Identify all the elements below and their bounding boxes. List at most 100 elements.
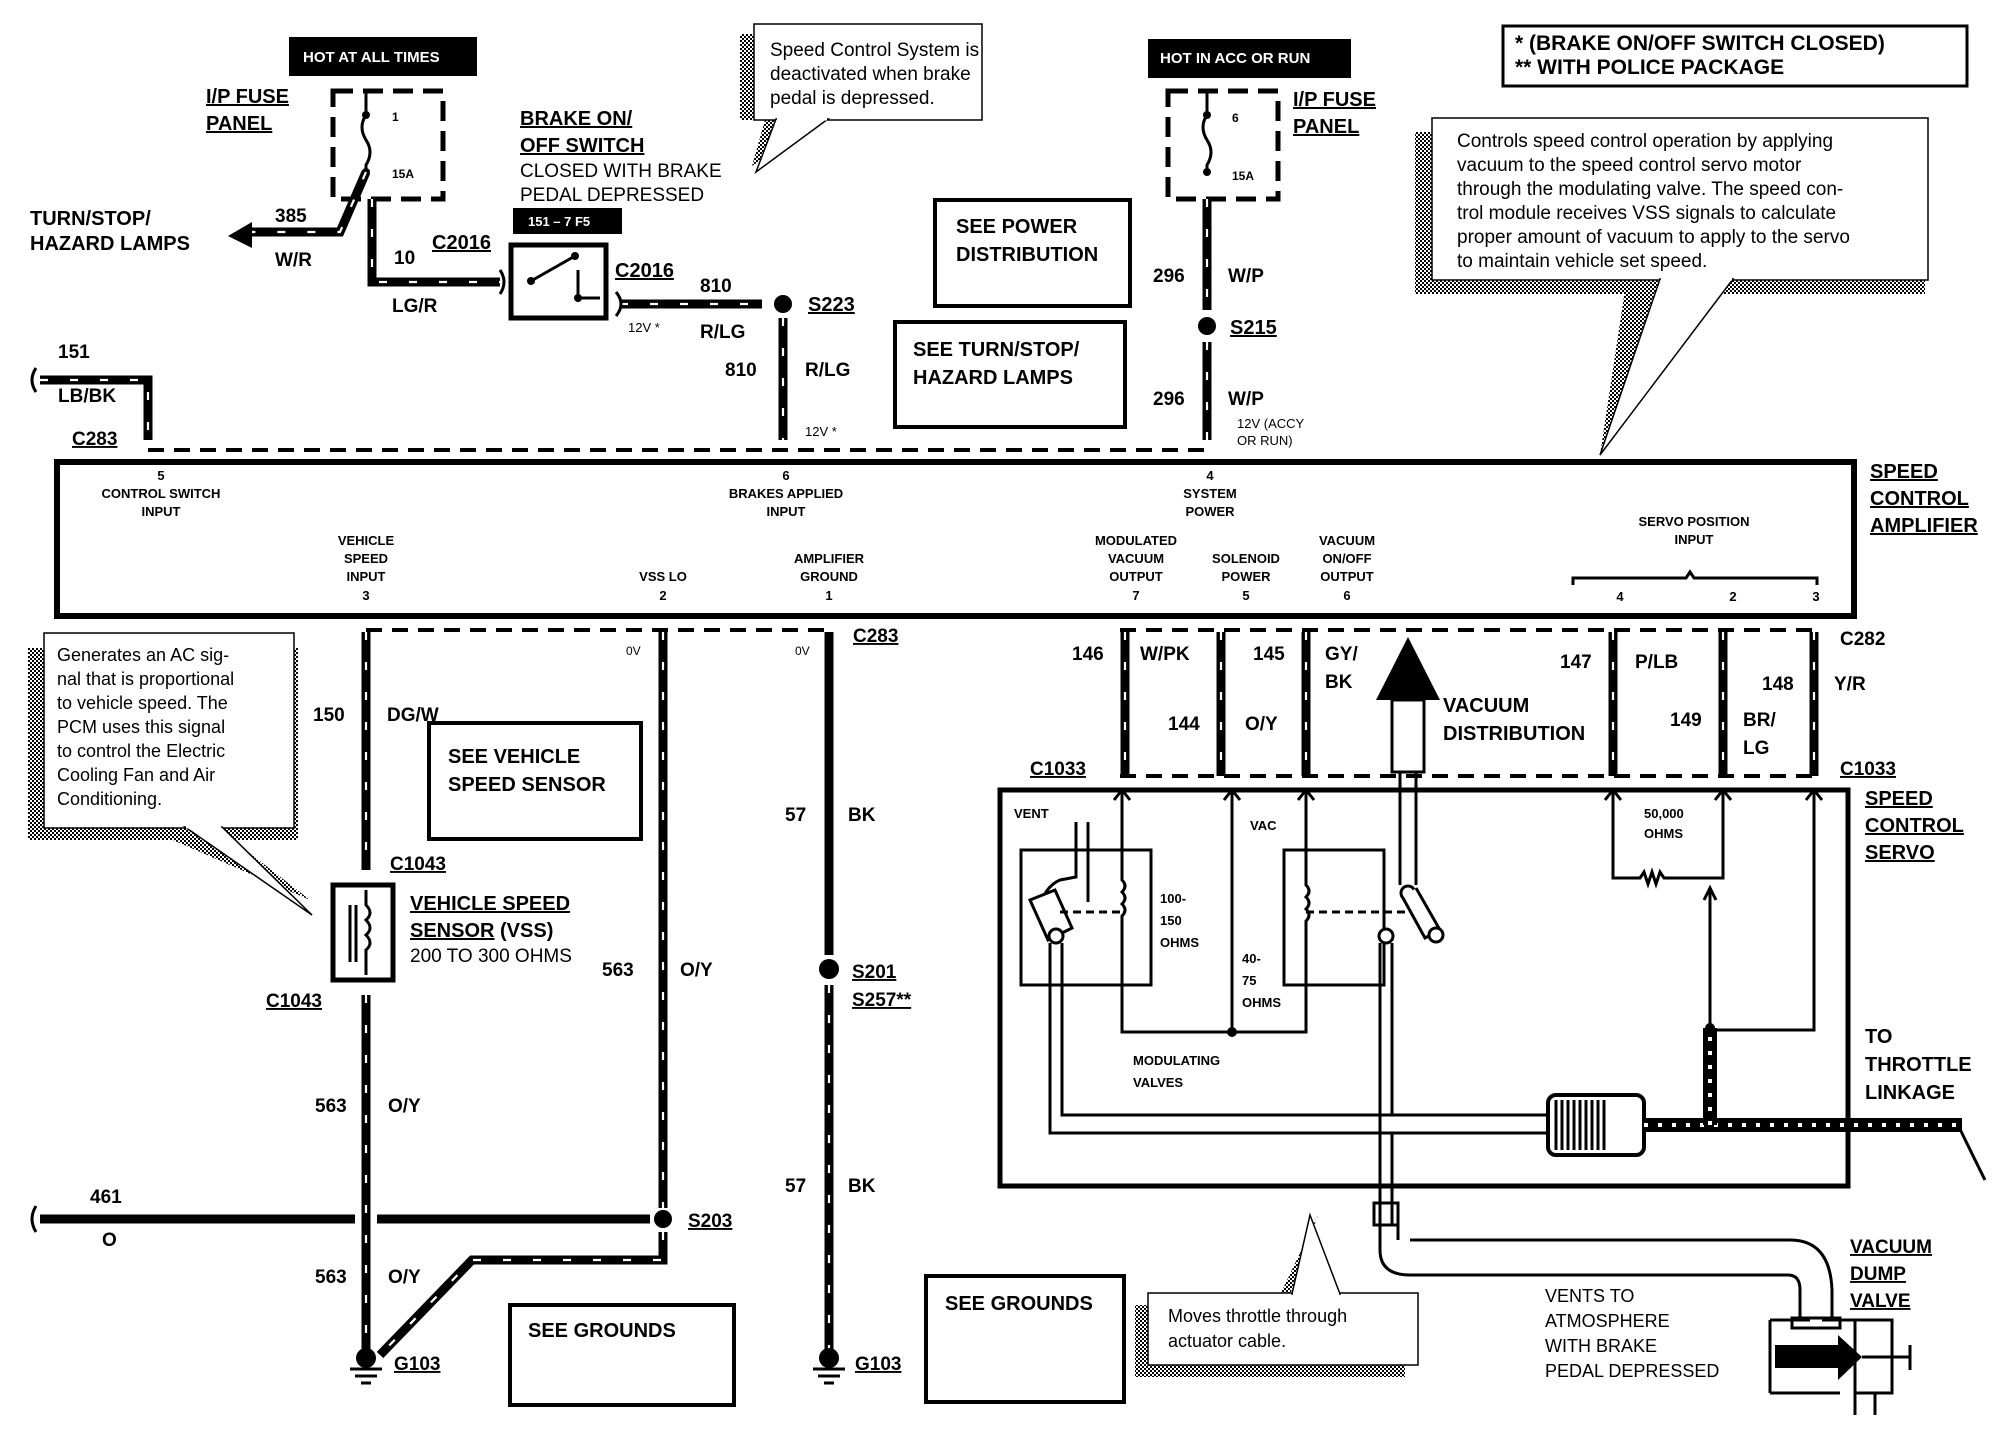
fuse-rating: 15A (392, 167, 414, 181)
wire-color-2: BK (1325, 672, 1353, 693)
pin-name: ON/OFF (1322, 551, 1371, 566)
servo-label-3: SERVO (1865, 842, 1935, 864)
pot-label: 50,000 (1644, 806, 1684, 821)
vss-callout: Generates an AC sig- nal that is proport… (28, 632, 313, 916)
splice-s215 (1198, 317, 1216, 335)
wire-810-color: R/LG (700, 322, 745, 343)
brake-switch-desc: CLOSED WITH BRAKE (520, 161, 722, 182)
note-brake-closed: * (BRAKE ON/OFF SWITCH CLOSED) (1515, 32, 1885, 55)
hot-at-all-times-tag: HOT AT ALL TIMES (289, 37, 477, 76)
vents-label: WITH BRAKE (1545, 1336, 1657, 1356)
pin-name: OUTPUT (1109, 569, 1163, 584)
pin-name: MODULATED (1095, 533, 1177, 548)
wire-563-number-3: 563 (602, 960, 634, 981)
see-vss-line: SPEED SENSOR (448, 774, 606, 796)
vehicle-speed-sensor: VEHICLE SPEED SENSOR (VSS) 200 TO 300 OH… (330, 882, 572, 983)
turn-stop-label-2: HAZARD LAMPS (30, 233, 190, 255)
wire-10-color: LG/R (392, 296, 438, 317)
ground-icon (813, 1367, 845, 1385)
ground-g103-label: G103 (394, 1354, 440, 1375)
amplifier-callout-line: trol module receives VSS signals to calc… (1457, 203, 1836, 224)
wire-296-color: W/P (1228, 266, 1264, 287)
pot-label: OHMS (1644, 826, 1683, 841)
wire-number: 149 (1670, 710, 1702, 731)
vss-callout-line: Cooling Fan and Air (57, 765, 215, 785)
wire-810-number: 810 (700, 276, 732, 297)
vss-abbrev: (VSS) (494, 920, 553, 942)
fuse-panel-label: I/P FUSE (206, 86, 289, 108)
wire-296-voltage: 12V (ACCY (1237, 416, 1305, 431)
amplifier-callout: Controls speed control operation by appl… (1415, 117, 1929, 456)
wire-color: P/LB (1635, 652, 1678, 673)
brake-switch-title-2: OFF SWITCH (520, 135, 644, 157)
vacuum-hose (1378, 1225, 1834, 1318)
ohms-a-label: 150 (1160, 913, 1182, 928)
vac-label: VAC (1250, 818, 1277, 833)
amplifier-callout-line: vacuum to the speed control servo motor (1457, 155, 1802, 176)
wire-color: Y/R (1834, 674, 1866, 695)
ground-g103-right: G103 (813, 1348, 901, 1385)
wire-150-number: 150 (313, 705, 345, 726)
amplifier-label-3: AMPLIFIER (1870, 515, 1978, 537)
servo-wire-148: 148 Y/R (1762, 632, 1866, 776)
pin-name: SOLENOID (1212, 551, 1280, 566)
wire-57-color: BK (848, 805, 876, 826)
connector-c1033-right: C1033 (1840, 759, 1896, 780)
vss-callout-line: to control the Electric (57, 741, 225, 761)
wire-563-color-2: O/Y (388, 1267, 421, 1288)
pin-name: INPUT (767, 504, 806, 519)
splice-s201 (819, 959, 839, 979)
connector-c1033-left: C1033 (1030, 759, 1086, 780)
voltage-0v: 0V (626, 644, 641, 658)
splice-s203-label: S203 (688, 1211, 732, 1232)
dump-valve-label-2: DUMP (1850, 1264, 1906, 1285)
wire-number: 148 (1762, 674, 1794, 695)
brake-callout: Speed Control System is deactivated when… (740, 23, 983, 175)
speed-control-amplifier: 5 CONTROL SWITCH INPUT 6 BRAKES APPLIED … (54, 459, 1857, 619)
fuse-rating: 15A (1232, 169, 1254, 183)
pin-number: 3 (1812, 589, 1819, 604)
fuse-panel-label-2: PANEL (206, 113, 272, 135)
fuse-number: 1 (392, 110, 399, 124)
connector-c1043-bottom: C1043 (266, 991, 322, 1012)
servo-label-2: CONTROL (1865, 815, 1964, 837)
pin-number: 6 (1343, 588, 1350, 603)
connector-c2016-left: C2016 (432, 232, 491, 254)
see-power-line: SEE POWER (956, 216, 1078, 238)
brake-switch-ref: 151 – 7 F5 (528, 214, 590, 229)
servo-input-title: SERVO POSITION (1638, 514, 1749, 529)
wire-385 (248, 170, 371, 237)
vacuum-distribution-arrow: VACUUM DISTRIBUTION (1376, 637, 1585, 774)
connector-c282-label: C282 (1840, 629, 1885, 650)
vents-label: PEDAL DEPRESSED (1545, 1361, 1719, 1381)
wire-563-color-3: O/Y (680, 960, 713, 981)
see-grounds-left-box: SEE GROUNDS (508, 1303, 736, 1407)
see-power-line: DISTRIBUTION (956, 244, 1098, 266)
vss-callout-line: Conditioning. (57, 789, 162, 809)
wire-number: 146 (1072, 644, 1104, 665)
wire-296-number: 296 (1153, 266, 1185, 287)
ground-g103-label: G103 (855, 1354, 901, 1375)
wire-number: 147 (1560, 652, 1592, 673)
connector-c283-bottom: C283 (853, 626, 898, 647)
wire-number: 145 (1253, 644, 1285, 665)
ohms-b-label: 40- (1242, 951, 1261, 966)
brake-callout-line: Speed Control System is (770, 40, 979, 61)
servo-wire-144: 144 O/Y (1168, 632, 1278, 776)
connector-c2016-right: C2016 (615, 260, 674, 282)
brake-switch-voltage: 12V * (628, 320, 660, 335)
amplifier-callout-line: through the modulating valve. The speed … (1457, 179, 1843, 200)
hot-in-acc-run-tag: HOT IN ACC OR RUN (1148, 39, 1351, 78)
pin-name: VEHICLE (338, 533, 395, 548)
pin-name: POWER (1185, 504, 1235, 519)
wire-10-number: 10 (394, 248, 415, 269)
brake-switch-desc-2: PEDAL DEPRESSED (520, 185, 704, 206)
arrow-left-icon (228, 222, 252, 248)
pin-name: CONTROL SWITCH (102, 486, 221, 501)
wire-57-color-2: BK (848, 1176, 876, 1197)
svg-text:SENSOR (VSS): SENSOR (VSS) (410, 920, 553, 942)
pin-name: VSS LO (639, 569, 687, 584)
vss-title-2: SENSOR (410, 920, 495, 942)
wire-color-2: LG (1743, 738, 1769, 759)
